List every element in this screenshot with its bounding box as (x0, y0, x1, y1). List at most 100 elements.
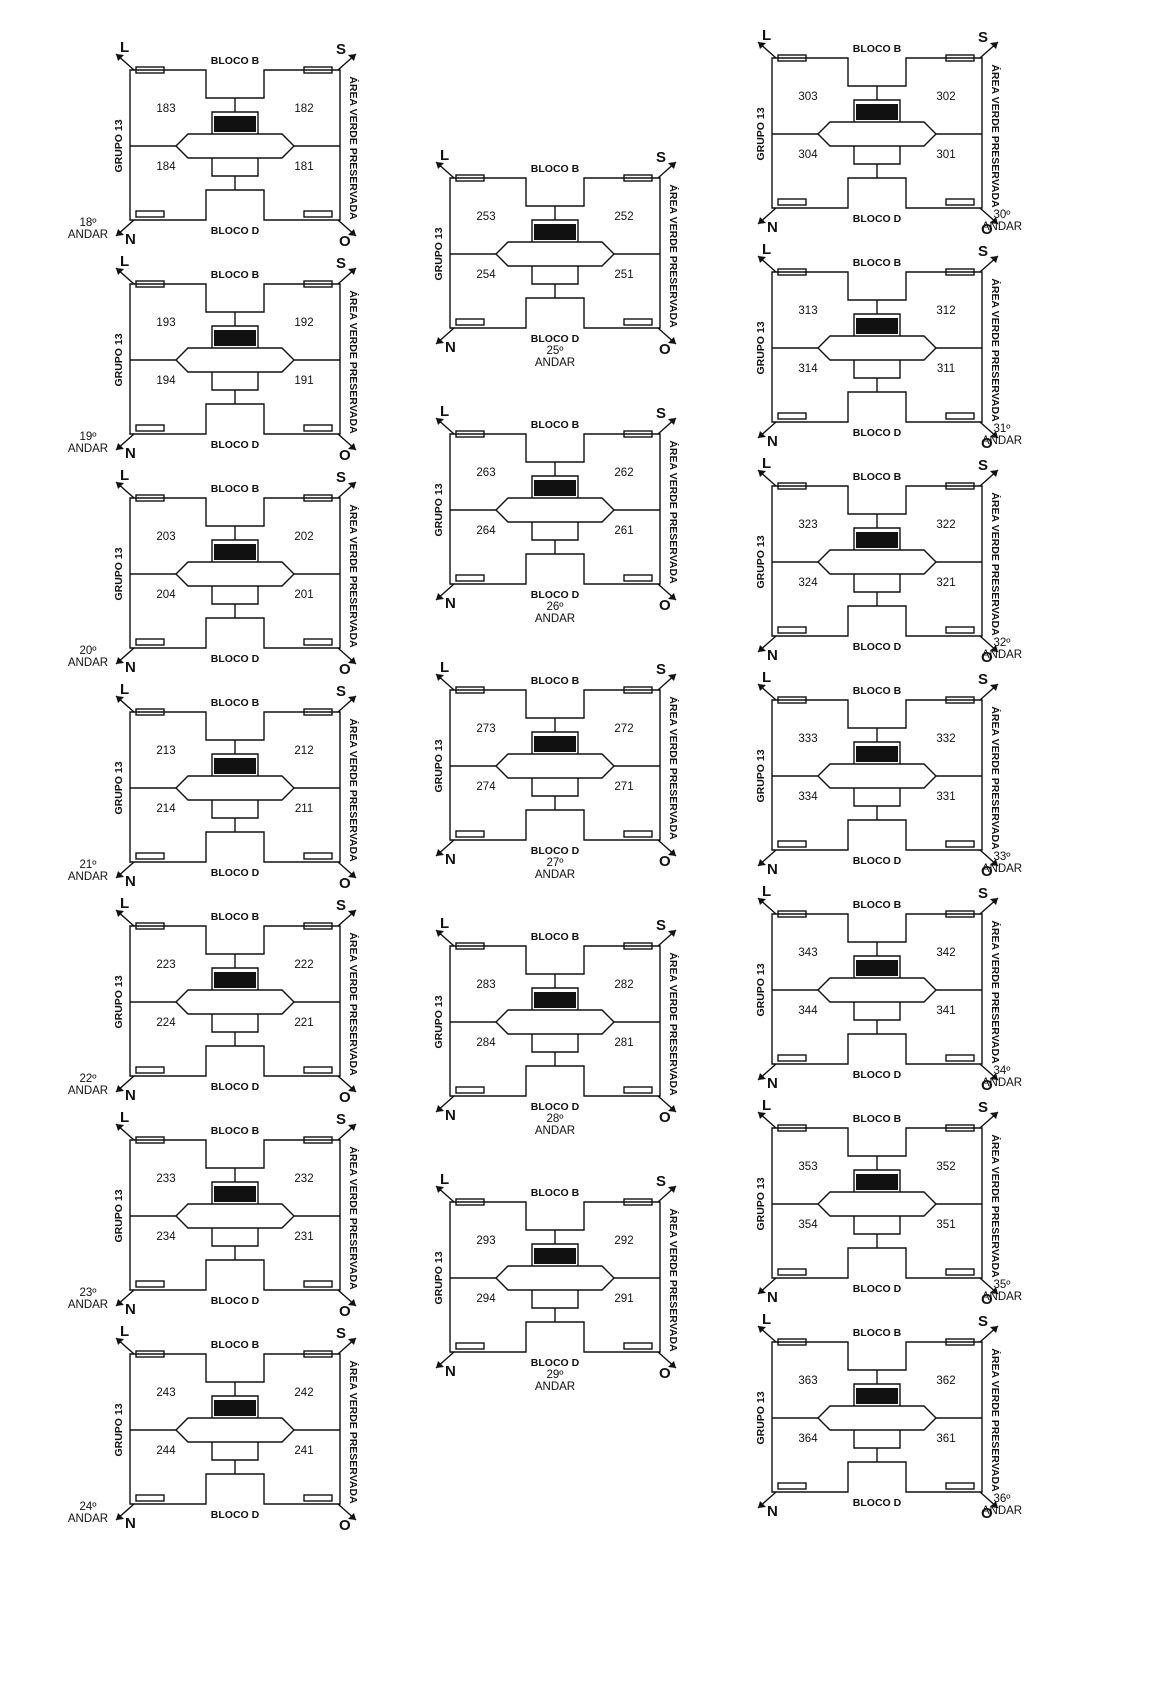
elevator-block (214, 330, 256, 346)
unit-number: 271 (614, 781, 633, 793)
central-corridor (495, 497, 615, 523)
direction-o: O (659, 341, 671, 358)
central-corridor (495, 241, 615, 267)
building-outline (771, 485, 983, 637)
balcony (777, 1268, 807, 1276)
direction-o: O (981, 1077, 993, 1094)
balcony (623, 430, 653, 438)
central-corridor (817, 121, 937, 147)
balcony (135, 1280, 165, 1288)
unit-number: 293 (476, 1235, 495, 1247)
bloco-b-label: BLOCO B (211, 55, 260, 67)
arrowhead-top-right (348, 1338, 356, 1345)
bloco-d-label: BLOCO D (531, 589, 580, 601)
bloco-b-label: BLOCO B (853, 43, 902, 55)
grupo-label: GRUPO 13 (755, 535, 767, 588)
arrowhead-bottom-right (990, 1073, 998, 1080)
direction-s: S (978, 457, 988, 474)
arrowhead-bottom-left (436, 1361, 444, 1368)
floor-number: 33º (994, 851, 1012, 863)
balcony (303, 494, 333, 502)
unit-number: 303 (798, 91, 817, 103)
elevator-block (856, 318, 898, 334)
balcony (777, 626, 807, 634)
bloco-b-label: BLOCO B (853, 899, 902, 911)
direction-l: L (762, 455, 771, 472)
direction-l: L (762, 883, 771, 900)
direction-n: N (125, 445, 136, 462)
direction-l: L (440, 1171, 449, 1188)
plan-drawing (771, 910, 983, 1065)
grupo-label: GRUPO 13 (433, 739, 445, 792)
core-lower (531, 778, 579, 797)
arrowhead-top-right (990, 42, 998, 49)
unit-number: 252 (614, 211, 633, 223)
floor-number: 24º (80, 1501, 98, 1513)
unit-number: 183 (156, 103, 175, 115)
floor-andar-label: ANDAR (535, 613, 575, 625)
plan-drawing (771, 1124, 983, 1279)
grupo-label: GRUPO 13 (433, 995, 445, 1048)
plan-drawing (771, 696, 983, 851)
balcony (135, 638, 165, 646)
direction-n: N (767, 1503, 778, 1520)
arrowhead-bottom-right (348, 1513, 356, 1520)
core-lower (853, 1002, 901, 1021)
balcony (303, 638, 333, 646)
balcony (623, 942, 653, 950)
bloco-d-label: BLOCO D (211, 653, 260, 665)
balcony (455, 830, 485, 838)
bloco-b-label: BLOCO B (531, 163, 580, 175)
direction-s: S (336, 683, 346, 700)
core-lower (531, 1034, 579, 1053)
bloco-b-label: BLOCO B (853, 685, 902, 697)
unit-number: 193 (156, 317, 175, 329)
unit-number: 364 (798, 1433, 818, 1445)
core-lower (211, 586, 259, 605)
plan-drawing (449, 174, 661, 329)
balcony (777, 412, 807, 420)
unit-number: 282 (614, 979, 633, 991)
direction-s: S (336, 897, 346, 914)
direction-n: N (125, 1515, 136, 1532)
bloco-b-label: BLOCO B (211, 269, 260, 281)
direction-o: O (659, 597, 671, 614)
direction-o: O (339, 1303, 351, 1320)
grupo-label: GRUPO 13 (113, 1403, 125, 1456)
balcony (135, 424, 165, 432)
direction-o: O (659, 1109, 671, 1126)
floor-andar-label: ANDAR (535, 869, 575, 881)
elevator-block (856, 1174, 898, 1190)
grupo-label: GRUPO 13 (755, 749, 767, 802)
area-verde-label: ÁREA VERDE PRESERVADA (667, 184, 680, 328)
area-verde-label: ÁREA VERDE PRESERVADA (667, 440, 680, 584)
arrowhead-top-right (990, 1326, 998, 1333)
balcony (945, 268, 975, 276)
central-corridor (175, 1203, 295, 1229)
floor-number: 19º (80, 431, 98, 443)
direction-l: L (762, 241, 771, 258)
bloco-d-label: BLOCO D (211, 1295, 260, 1307)
unit-number: 224 (156, 1017, 176, 1029)
elevator-block (534, 224, 576, 240)
elevator-block (214, 1186, 256, 1202)
unit-number: 201 (294, 589, 313, 601)
direction-l: L (440, 659, 449, 676)
central-corridor (175, 133, 295, 159)
floor-number: 18º (80, 217, 98, 229)
balcony (777, 840, 807, 848)
direction-o: O (339, 1517, 351, 1534)
balcony (945, 1482, 975, 1490)
bloco-b-label: BLOCO B (531, 675, 580, 687)
floor-number: 35º (994, 1279, 1012, 1291)
bloco-d-label: BLOCO D (853, 1283, 902, 1295)
arrowhead-bottom-right (990, 1287, 998, 1294)
unit-number: 212 (294, 745, 313, 757)
balcony (455, 318, 485, 326)
floor-andar-label: ANDAR (68, 443, 108, 455)
area-verde-label: ÁREA VERDE PRESERVADA (347, 504, 360, 648)
arrowhead-top-left (758, 898, 766, 905)
